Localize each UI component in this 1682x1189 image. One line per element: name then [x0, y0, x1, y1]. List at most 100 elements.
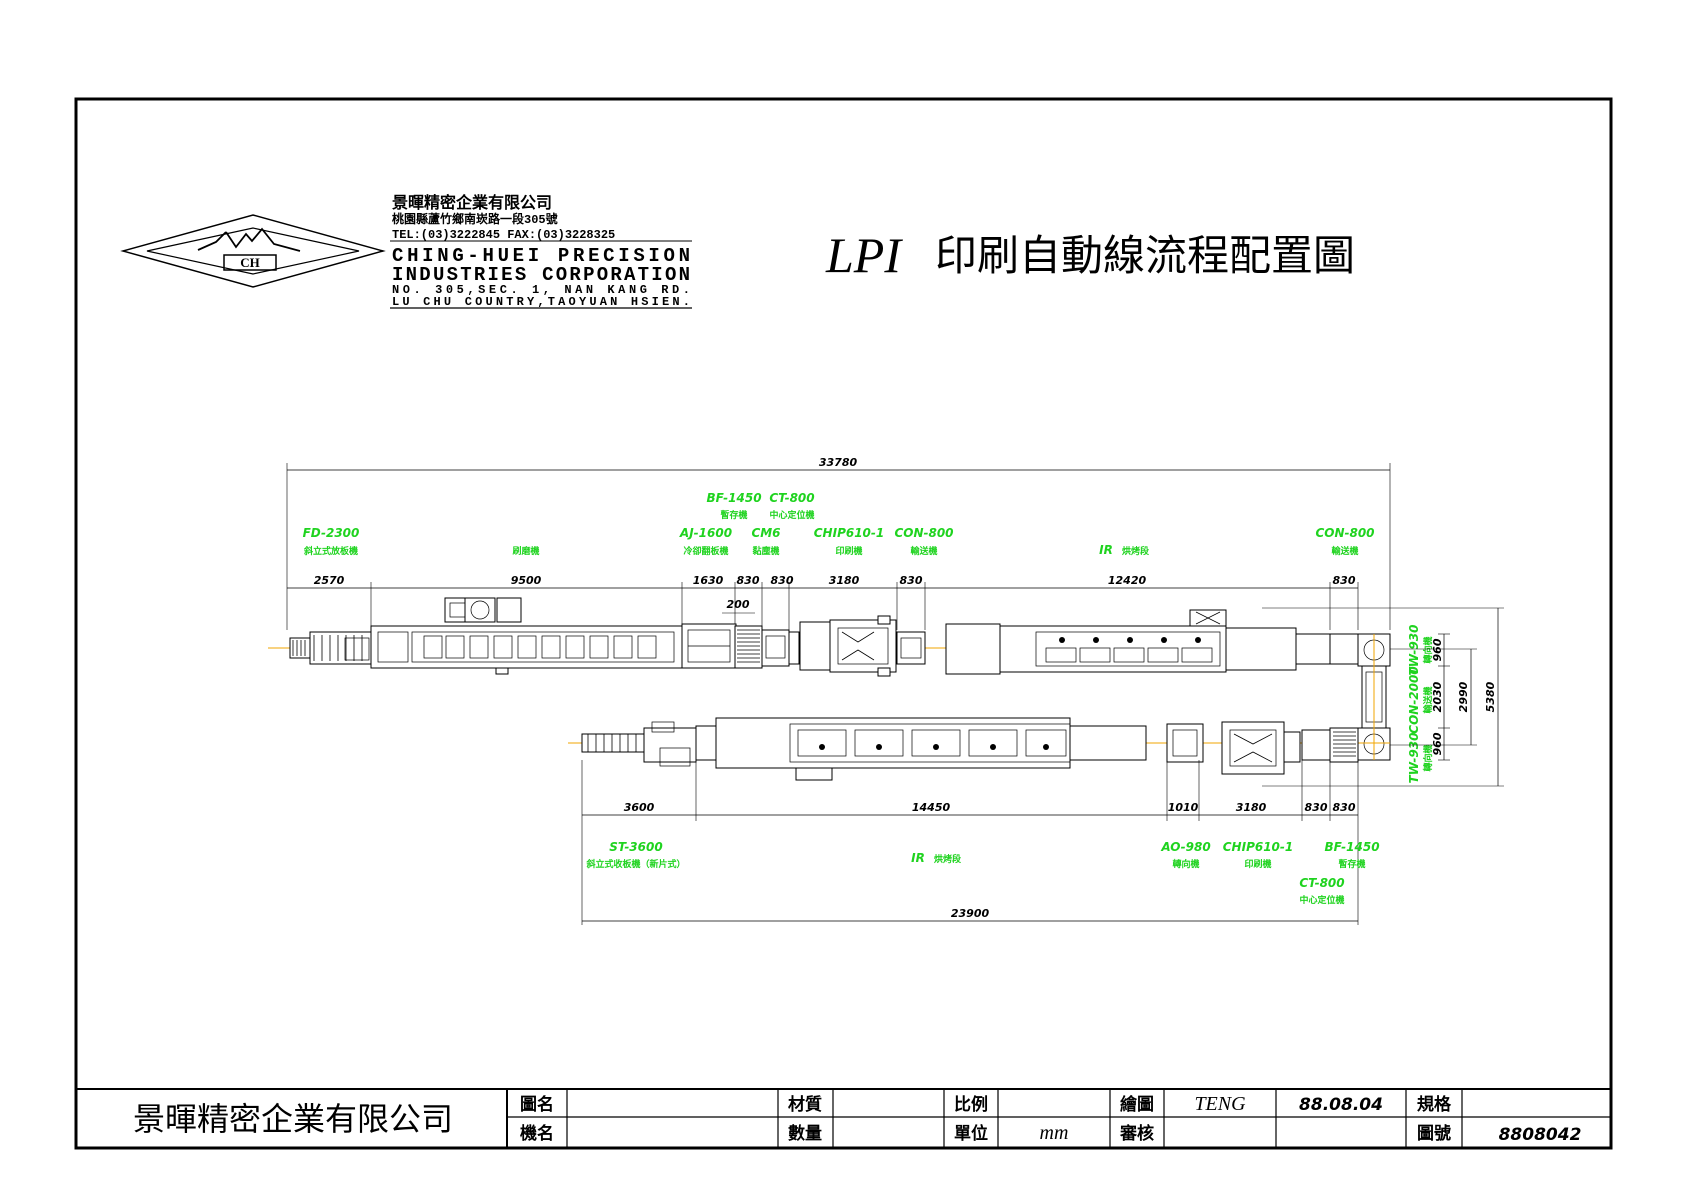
dim-segment: 9500 — [511, 574, 542, 587]
company-name-cn: 景暉精密企業有限公司 — [392, 193, 552, 213]
dim-segment: 830 — [900, 574, 923, 587]
dim-segment: 2030 — [1431, 681, 1444, 712]
dim-segment: 830 — [771, 574, 794, 587]
unit-label: 單位 — [954, 1123, 988, 1144]
dim-segment: 830 — [1305, 801, 1328, 814]
title-block: 景暉精密企業有限公司 圖名 機名 材質 數量 比例 單位 mm 繪圖 審核 TE… — [76, 1088, 1611, 1148]
drawn-label: 繪圖 — [1120, 1094, 1154, 1115]
dim-segment: 1010 — [1168, 801, 1199, 814]
label-code: CHIP610-1 — [814, 526, 885, 540]
label-code: CON-800 — [894, 526, 953, 540]
unit-value: mm — [1040, 1122, 1069, 1144]
bottom-line-labels: ST-3600 斜立式收板機（新片式） IR 烘烤段 AO-980 轉向機 CH… — [585, 840, 1379, 906]
dim-segment: 1630 — [693, 574, 724, 587]
label-code: AJ-1600 — [679, 526, 732, 540]
drawing-border — [74, 97, 1613, 1150]
dim-segment: 830 — [1333, 801, 1356, 814]
label-code: IR — [911, 851, 925, 865]
fd-2300-machine — [289, 631, 373, 665]
drawing-title-prefix: LPI — [825, 227, 903, 283]
dim-segment: 5380 — [1484, 681, 1497, 712]
drawing-no-label: 圖號 — [1417, 1124, 1451, 1144]
label-code: CON-2000 — [1407, 666, 1421, 733]
ir-oven-bottom — [695, 717, 1147, 781]
label-name: 黏塵機 — [752, 545, 779, 557]
quantity-label: 數量 — [788, 1123, 822, 1144]
label-name: 暫存機 — [1338, 858, 1365, 870]
company-logo: CH — [120, 214, 386, 288]
label-code: TW-930 — [1407, 625, 1421, 676]
label-name: 刷磨機 — [512, 545, 539, 557]
label-name: 輸送機 — [910, 545, 937, 557]
logo-text: CH — [240, 255, 260, 270]
label-code: BF-1450 — [706, 491, 761, 505]
label-name: 斜立式放板機 — [303, 545, 358, 557]
dim-segment: 3180 — [829, 574, 860, 587]
bottom-line-equipment — [568, 717, 1390, 781]
con-800-conveyor — [896, 631, 926, 665]
top-line-equipment — [268, 597, 1380, 677]
brushing-machine — [370, 597, 684, 675]
label-code: CT-800 — [1299, 876, 1344, 890]
dim-segment: 830 — [1333, 574, 1356, 587]
con-800-conveyor-right — [1329, 633, 1359, 665]
dim-segment: 960 — [1431, 732, 1444, 755]
dim-segment: 200 — [727, 598, 750, 611]
dim-segment: 14450 — [912, 801, 951, 814]
drawing-title: LPI 印刷自動線流程配置圖 — [825, 227, 1355, 283]
check-label: 審核 — [1119, 1123, 1154, 1144]
dim-total-top: 33780 — [819, 456, 858, 469]
label-code: ST-3600 — [609, 840, 662, 854]
material-label: 材質 — [788, 1094, 822, 1115]
label-name: 印刷機 — [835, 545, 862, 557]
scale-label: 比例 — [954, 1094, 988, 1115]
label-name: 中心定位機 — [1299, 894, 1344, 906]
company-address-en-2: LU CHU COUNTRY,TAOYUAN HSIEN. — [392, 295, 690, 309]
label-name: 轉向機 — [1422, 636, 1434, 663]
label-name: 暫存機 — [720, 509, 747, 521]
company-phone-fax: TEL:(03)3222845 FAX:(03)3228325 — [392, 228, 615, 242]
drawing-title-text: 印刷自動線流程配置圖 — [935, 234, 1355, 280]
bf-ct-bottom — [1301, 727, 1359, 763]
bottom-dimensions: 3600 14450 1010 3180 830 830 23900 — [581, 760, 1359, 925]
aj-1600-machine — [681, 623, 737, 669]
dim-segment: 2990 — [1457, 681, 1470, 712]
label-name: 印刷機 — [1244, 858, 1271, 870]
dim-segment: 3600 — [624, 801, 655, 814]
ir-oven-top — [945, 609, 1331, 675]
label-name: 輸送機 — [1422, 686, 1434, 713]
chip610-1-printer-bottom — [1221, 721, 1301, 775]
drawing-name-label: 圖名 — [520, 1094, 554, 1115]
label-code: CM6 — [751, 526, 780, 540]
label-code: CT-800 — [769, 491, 814, 505]
bf-ct-machines — [734, 625, 790, 669]
label-name: 輸送機 — [1331, 545, 1358, 557]
label-code: AO-980 — [1160, 840, 1210, 854]
dim-segment: 960 — [1431, 638, 1444, 661]
drawn-by: TENG — [1194, 1093, 1246, 1115]
st-3600-machine — [581, 721, 697, 767]
label-code: CHIP610-1 — [1223, 840, 1294, 854]
label-name: 轉向機 — [1172, 858, 1199, 870]
label-name: 烘烤段 — [1122, 545, 1150, 557]
drawing-no: 8808042 — [1499, 1125, 1582, 1145]
ao-980-machine — [1166, 723, 1204, 763]
label-name: 烘烤段 — [934, 853, 962, 865]
drawing-date: 88.08.04 — [1299, 1095, 1383, 1115]
cm6-chip610-machines — [788, 615, 897, 677]
top-line-labels: BF-1450 暫存機 CT-800 中心定位機 FD-2300 斜立式放板機 … — [303, 491, 1375, 557]
company-info: 景暉精密企業有限公司 桃園縣蘆竹鄉南崁路一段305號 TEL:(03)32228… — [390, 193, 692, 309]
label-name: 中心定位機 — [769, 509, 814, 521]
dim-segment: 3180 — [1236, 801, 1267, 814]
dim-segment: 12420 — [1108, 574, 1147, 587]
dim-total-bottom: 23900 — [951, 907, 990, 920]
label-code: FD-2300 — [303, 526, 360, 540]
company-address-cn: 桃園縣蘆竹鄉南崁路一段305號 — [392, 211, 558, 227]
label-code: CON-800 — [1315, 526, 1374, 540]
label-name: 轉向機 — [1422, 744, 1434, 771]
label-code: BF-1450 — [1324, 840, 1379, 854]
label-name: 冷卻翻板機 — [683, 545, 728, 557]
turn-section: CON-2000 輸送機 TW-930 轉向機 TW-930 轉向機 960 2… — [1262, 607, 1504, 787]
machine-name-label: 機名 — [520, 1123, 554, 1144]
